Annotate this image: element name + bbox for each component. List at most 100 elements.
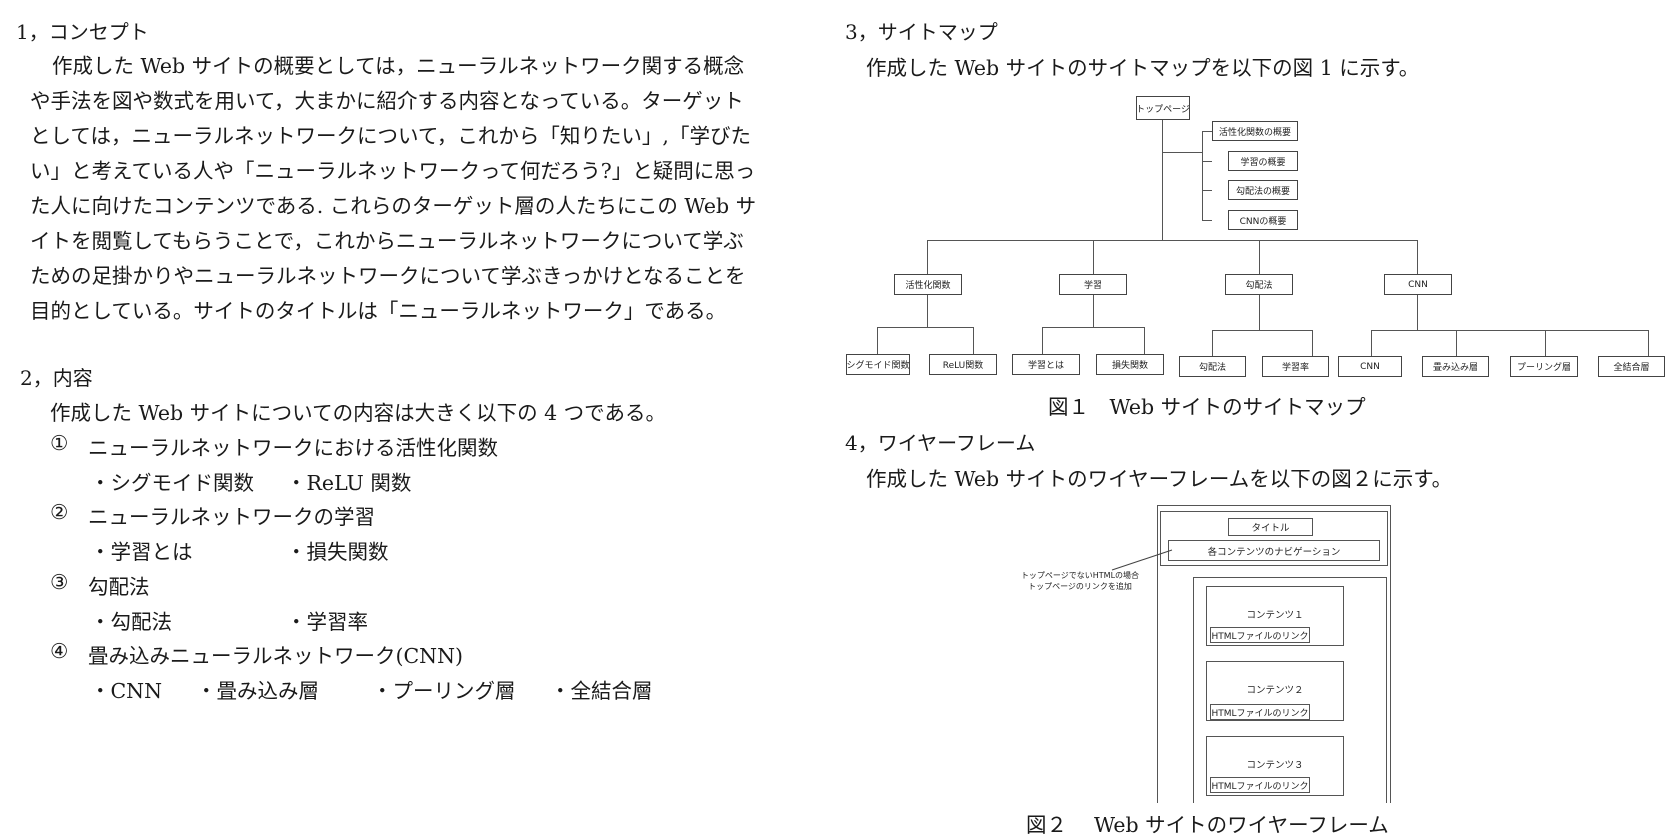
sitemap-line [1202, 131, 1203, 221]
sitemap-line [1202, 161, 1212, 162]
list-title: ニューラルネットワークの学習 [88, 505, 375, 529]
sitemap-leaf-node: CNN [1338, 356, 1402, 377]
wireframe-link-box: HTMLファイルのリンク [1210, 777, 1310, 793]
wireframe-content-block: コンテンツ３ HTMLファイルのリンク [1206, 736, 1344, 796]
list-title: 勾配法 [88, 575, 150, 599]
sitemap-line [1042, 327, 1043, 354]
wireframe-content-frame [1193, 577, 1194, 803]
list-sub: ・畳み込み層 [196, 679, 319, 703]
sitemap-leaf-node: 畳み込み層 [1422, 356, 1489, 377]
wireframe-nav-box: 各コンテンツのナビゲーション [1168, 540, 1380, 561]
sitemap-leaf-node: 学習とは [1012, 354, 1080, 375]
sitemap-line [1144, 327, 1145, 354]
sitemap-category-node: CNN [1384, 274, 1452, 295]
section3-intro: 作成した Web サイトのサイトマップを以下の図 1 に示す。 [866, 56, 1420, 80]
sitemap-line [927, 240, 928, 274]
section4-intro: 作成した Web サイトのワイヤーフレームを以下の図２に示す。 [866, 467, 1453, 491]
list-num: ③ [50, 570, 69, 594]
sitemap-line [1202, 220, 1212, 221]
section1-line: 目的としている。サイトのタイトルは「ニューラルネットワーク」である。 [30, 299, 727, 323]
wireframe-content-block: コンテンツ２ HTMLファイルのリンク [1206, 661, 1344, 721]
sitemap-line [973, 327, 974, 354]
sitemap-leaf-node: 学習率 [1262, 356, 1329, 377]
sitemap-line [1202, 131, 1212, 132]
list-num: ① [50, 431, 69, 455]
sitemap-line [1259, 295, 1260, 330]
section1-line: た人に向けたコンテンツである. これらのターゲット層の人たちにこの Web サ [30, 194, 757, 218]
list-title: 畳み込みニューラルネットワーク(CNN) [88, 644, 464, 668]
sitemap-line [1417, 240, 1418, 274]
section1-line: イトを閲覧してもらうことで，これからニューラルネットワークについて学ぶ [30, 229, 744, 253]
wireframe-link-box: HTMLファイルのリンク [1210, 704, 1310, 720]
section1-line: 作成した Web サイトの概要としては，ニューラルネットワーク関する概念 [52, 54, 745, 78]
wireframe-link-box: HTMLファイルのリンク [1210, 627, 1310, 643]
sitemap-line [877, 327, 878, 354]
sitemap-leaf-node: 損失関数 [1096, 354, 1164, 375]
list-title: ニューラルネットワークにおける活性化関数 [88, 436, 498, 460]
list-sub: ・ReLU 関数 [286, 471, 412, 495]
sitemap-line [1371, 330, 1372, 356]
wireframe-outer-frame [1390, 505, 1391, 803]
list-num: ④ [50, 639, 69, 663]
list-sub: ・損失関数 [286, 540, 389, 564]
list-sub: ・全結合層 [550, 679, 653, 703]
sitemap-overview-node: 勾配法の概要 [1228, 180, 1298, 200]
sitemap-line [927, 240, 1417, 241]
wireframe-note-pointer [1111, 549, 1173, 571]
sitemap-leaf-node: ReLU関数 [929, 354, 997, 375]
sitemap-overview-node: CNNの概要 [1228, 210, 1298, 230]
sitemap-line [1212, 330, 1213, 356]
sitemap-category-node: 勾配法 [1225, 274, 1293, 295]
sitemap-leaf-node: プーリング層 [1510, 356, 1578, 377]
sitemap-leaf-node: シグモイド関数 [846, 354, 910, 375]
sitemap-category-node: 活性化関数 [894, 274, 962, 295]
sitemap-line [1042, 327, 1144, 328]
sitemap-leaf-node: 勾配法 [1179, 356, 1246, 377]
sitemap-line [1417, 295, 1418, 330]
sitemap-line [1093, 240, 1094, 274]
wireframe-note: トップページのリンクを追加 [1028, 582, 1132, 591]
sitemap-overview-node: 活性化関数の概要 [1212, 121, 1298, 141]
list-sub: ・学習率 [286, 610, 368, 634]
sitemap-top-node: トップページ [1136, 96, 1190, 120]
section3-heading: 3，サイトマップ [845, 20, 998, 44]
section4-heading: 4，ワイヤーフレーム [845, 431, 1036, 455]
sitemap-line [1259, 240, 1260, 274]
wireframe-content-label: コンテンツ３ [1246, 760, 1304, 771]
section1-line: ための足掛かりやニューラルネットワークについて学ぶきっかけとなることを [30, 264, 746, 288]
sitemap-line [1648, 330, 1649, 356]
section1-line: や手法を図や数式を用いて，大まかに紹介する内容となっている。ターゲット [30, 89, 744, 113]
sitemap-line [927, 295, 928, 327]
list-sub: ・勾配法 [90, 610, 172, 634]
sitemap-line [1202, 190, 1212, 191]
sitemap-line [877, 327, 973, 328]
sitemap-line [1312, 330, 1313, 356]
wireframe-content-frame [1386, 577, 1387, 803]
list-sub: ・シグモイド関数 [90, 471, 254, 495]
sitemap-line [1545, 330, 1546, 356]
section1-line: としては，ニューラルネットワークについて，これから「知りたい」,「学びた [30, 124, 751, 148]
wireframe-outer-frame [1157, 505, 1158, 803]
list-sub: ・プーリング層 [372, 679, 516, 703]
sitemap-line [1212, 330, 1312, 331]
section1-heading: 1，コンセプト [16, 20, 149, 44]
sitemap-line [1093, 295, 1094, 327]
wireframe-note: トップページでないHTMLの場合 [1020, 571, 1140, 580]
sitemap-line [1371, 330, 1648, 331]
wireframe-title-box: タイトル [1228, 518, 1313, 536]
section1-line: い」と考えている人や「ニューラルネットワークって何だろう?」と疑問に思っ [30, 159, 756, 183]
section2-intro: 作成した Web サイトについての内容は大きく以下の 4 つである。 [50, 401, 666, 425]
sitemap-category-node: 学習 [1059, 274, 1127, 295]
wireframe-content-frame [1193, 577, 1387, 578]
sitemap-line [1456, 330, 1457, 356]
section2-heading: 2，内容 [20, 366, 93, 390]
sitemap-line [1162, 152, 1202, 153]
figure2-caption: 図２ Web サイトのワイヤーフレーム [1026, 813, 1389, 837]
wireframe-content-label: コンテンツ２ [1246, 685, 1304, 696]
sitemap-overview-node: 学習の概要 [1228, 151, 1298, 171]
wireframe-content-block: コンテンツ１ HTMLファイルのリンク [1206, 586, 1344, 646]
list-sub: ・CNN [90, 679, 163, 703]
list-num: ② [50, 500, 69, 524]
list-sub: ・学習とは [90, 540, 193, 564]
wireframe-content-label: コンテンツ１ [1246, 610, 1304, 621]
